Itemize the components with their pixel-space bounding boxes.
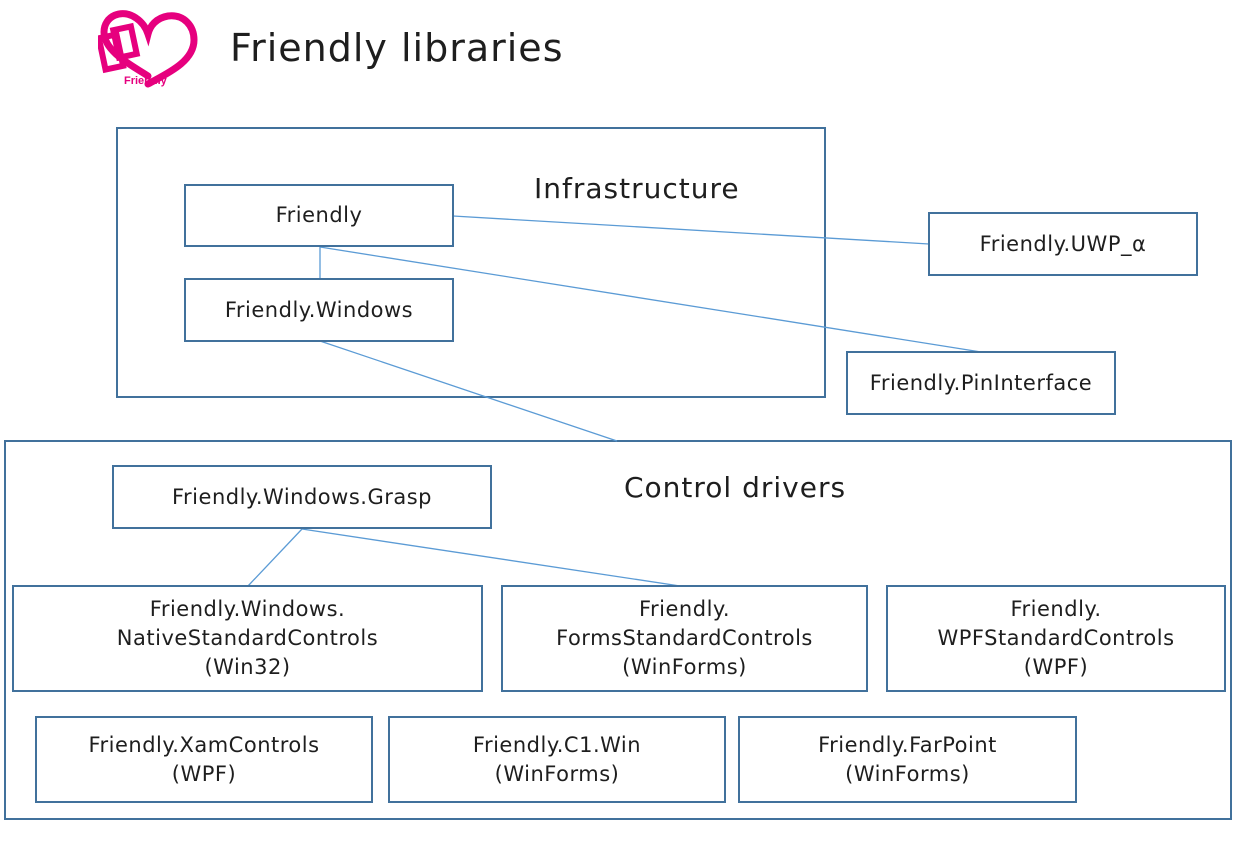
connector-grasp-forms [301,528,681,587]
friendly-logo-icon: Friendly [98,10,198,88]
connector-grasp-native [247,528,303,587]
node-c1-win: Friendly.C1.Win (WinForms) [388,716,726,803]
node-farpoint-line-2: (WinForms) [845,761,970,786]
control-drivers-group [4,440,1232,820]
node-friendly-windows-grasp: Friendly.Windows.Grasp [112,465,492,529]
node-wpf-line-3: (WPF) [1023,655,1089,679]
infrastructure-group [116,127,826,398]
node-friendly-pininterface: Friendly.PinInterface [846,351,1116,415]
node-friendly-pininterface-line-1: Friendly.PinInterface [869,370,1093,395]
node-friendly-windows-line-1: Friendly.Windows [224,297,414,322]
node-native-line-1: Friendly.Windows. [149,597,346,621]
node-forms-line-1: Friendly. [638,597,731,621]
node-xam-controls: Friendly.XamControls (WPF) [35,716,373,803]
node-wpf-line-1: Friendly. [1010,597,1102,621]
node-friendly-uwp: Friendly.UWP_α [928,212,1198,276]
node-c1-line-2: (WinForms) [494,761,620,786]
node-forms-line-2: FormsStandardControls [556,626,813,650]
node-wpf-line-2: WPFStandardControls [937,626,1175,650]
node-friendly-line-1: Friendly [275,203,363,227]
node-forms-standard-controls: Friendly. FormsStandardControls (WinForm… [501,585,868,692]
connector-friendly-uwp [452,215,930,245]
node-native-standard-controls: Friendly.Windows. NativeStandardControls… [12,585,483,692]
page-title: Friendly libraries [230,26,564,70]
node-friendly-uwp-line-1: Friendly.UWP_α [979,231,1147,256]
logo-text: Friendly [124,75,168,87]
control-drivers-label: Control drivers [624,471,847,504]
connector-friendly-pininterface [319,246,982,353]
node-c1-line-1: Friendly.C1.Win [472,732,642,757]
node-friendly-windows: Friendly.Windows [184,278,454,342]
node-wpf-standard-controls: Friendly. WPFStandardControls (WPF) [886,585,1226,692]
connector-windows-controldrivers [319,340,618,442]
node-xam-line-1: Friendly.XamControls [88,732,320,757]
node-native-line-2: NativeStandardControls [116,626,379,650]
node-friendly: Friendly [184,184,454,247]
node-xam-line-2: (WPF) [171,761,237,786]
infrastructure-label: Infrastructure [534,172,740,205]
node-grasp-line-1: Friendly.Windows.Grasp [172,484,432,509]
node-native-line-3: (Win32) [204,655,291,679]
node-forms-line-3: (WinForms) [622,655,747,679]
node-farpoint-line-1: Friendly.FarPoint [818,732,997,757]
node-farpoint: Friendly.FarPoint (WinForms) [738,716,1077,803]
